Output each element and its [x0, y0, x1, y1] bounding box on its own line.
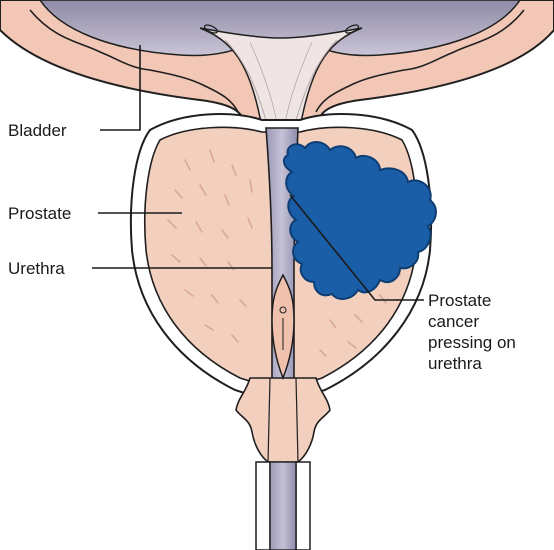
tumor-label-line-1: Prostate	[428, 291, 491, 310]
tumor-label-line-3: pressing on	[428, 333, 516, 352]
urethra-label: Urethra	[8, 259, 65, 278]
urethra-lower-wall-right	[296, 462, 310, 550]
tumor-label-line-2: cancer	[428, 312, 479, 331]
prostate-label: Prostate	[8, 204, 71, 223]
urethral-sphincter	[236, 378, 330, 462]
urethra-lower-wall-left	[256, 462, 270, 550]
tumor-label-line-4: urethra	[428, 354, 482, 373]
bladder-label: Bladder	[8, 121, 67, 140]
